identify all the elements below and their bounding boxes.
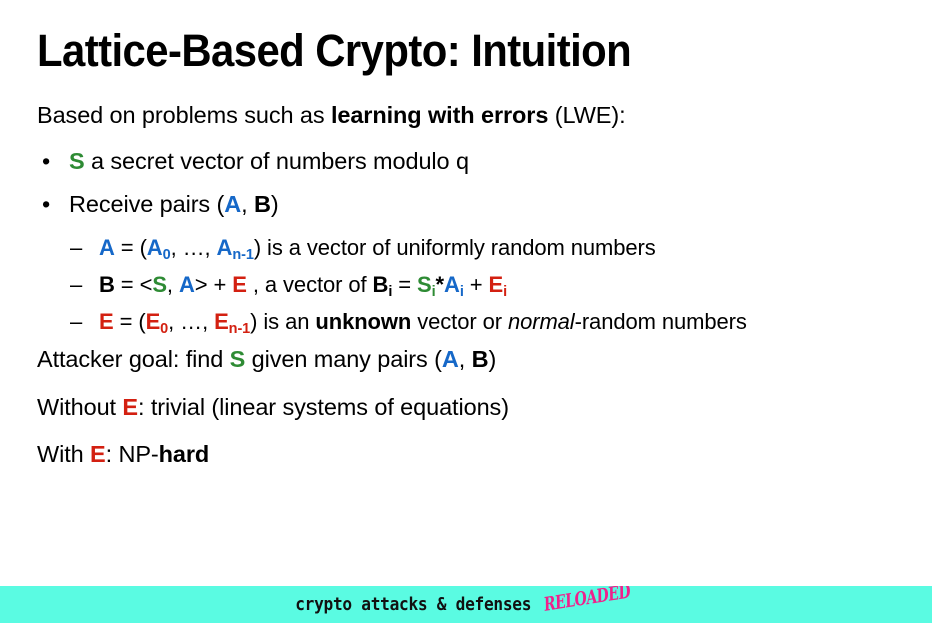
var-en-subscript: n-1 <box>228 320 251 337</box>
dash-marker-icon: – <box>70 234 83 260</box>
sub1-comma: , …, <box>170 234 217 260</box>
sub2-eq2: = <box>392 271 418 297</box>
with-mid: : NP- <box>105 440 159 467</box>
var-a0: A <box>146 234 163 260</box>
goal-post: ) <box>488 345 497 372</box>
bullet-item-secret: • S a secret vector of numbers modulo q <box>37 147 917 174</box>
bullet-secret-text: a secret vector of numbers modulo q <box>84 147 469 174</box>
var-ei-subscript: i <box>503 283 508 300</box>
var-ei: E <box>488 271 504 297</box>
var-e: E <box>99 308 114 334</box>
sub1-eq: = ( <box>114 234 147 260</box>
sub3-comma: , …, <box>168 308 215 334</box>
var-a: A <box>99 234 115 260</box>
var-bi-subscript: i <box>388 283 393 300</box>
var-b: B <box>471 345 489 372</box>
without-pre: Without <box>37 394 123 420</box>
var-e0: E <box>145 308 161 334</box>
var-a: A <box>178 271 195 297</box>
dash-marker-icon: – <box>70 308 83 334</box>
with-error-line: With E: NP-hard <box>37 440 917 467</box>
page-title: Lattice-Based Crypto: Intuition <box>37 25 632 76</box>
footer-reloaded-badge: RELOADED <box>541 586 632 616</box>
var-ai-subscript: i <box>459 283 464 300</box>
var-si: S <box>417 271 432 297</box>
subbullet-item-b-equation: –B = <S, A> + E , a vector of Bi = Si*Ai… <box>37 271 917 299</box>
attacker-goal-line: Attacker goal: find S given many pairs (… <box>37 345 917 372</box>
subbullet-item-a-vector: –A = (A0, …, An-1) is a vector of unifor… <box>37 234 917 262</box>
goal-pre: Attacker goal: find <box>37 345 230 372</box>
without-post: : trivial (linear systems of equations) <box>137 394 509 420</box>
lead-pre: Based on problems such as <box>37 102 331 128</box>
var-a: A <box>441 345 459 372</box>
subbullet-item-e-vector: –E = (E0, …, En-1) is an unknown vector … <box>37 308 917 336</box>
sub2-eq: = < <box>114 271 153 297</box>
sub3-eq: = ( <box>113 308 146 334</box>
var-s: S <box>152 271 167 297</box>
sub2-plus: + <box>463 271 489 297</box>
sub2-mid: , a vector of <box>246 271 373 297</box>
sub3-bold: unknown <box>315 308 412 334</box>
sub3-post: -random numbers <box>574 308 747 334</box>
var-s: S <box>229 345 246 372</box>
lead-bold: learning with errors <box>330 102 549 128</box>
dash-marker-icon: – <box>70 271 83 297</box>
sub2-comma1: , <box>166 271 179 297</box>
sub2-gt: > + <box>194 271 233 297</box>
goal-mid: given many pairs ( <box>245 345 442 372</box>
bullet-item-receive-pairs: • Receive pairs (A, B) <box>37 191 917 217</box>
pairs-post: ) <box>270 191 279 217</box>
with-pre: With <box>37 440 91 467</box>
sub3-italic: normal <box>507 308 575 334</box>
with-bold: hard <box>158 440 210 467</box>
bullet-marker-icon: • <box>42 191 51 217</box>
var-an: A <box>216 234 233 260</box>
var-e0-subscript: 0 <box>160 320 169 337</box>
var-si-subscript: i <box>431 283 436 300</box>
var-e: E <box>90 440 106 467</box>
sub3-mid: ) is an <box>250 308 316 334</box>
without-error-line: Without E: trivial (linear systems of eq… <box>37 394 917 420</box>
var-a0-subscript: 0 <box>162 246 171 263</box>
var-e: E <box>232 271 247 297</box>
pairs-pre: Receive pairs ( <box>69 191 225 217</box>
var-bi: B <box>372 271 389 297</box>
multiply-operator: * <box>435 271 445 297</box>
lead-line: Based on problems such as learning with … <box>37 102 917 128</box>
var-an-subscript: n-1 <box>232 246 254 263</box>
footer-banner: crypto attacks & defenses RELOADED <box>0 586 932 623</box>
var-b: B <box>253 191 271 217</box>
pairs-mid: , <box>241 191 254 217</box>
lead-post: (LWE): <box>548 102 626 128</box>
bullet-marker-icon: • <box>42 147 51 174</box>
sub3-mid2: vector or <box>411 308 508 334</box>
footer-brand-text: crypto attacks & defenses <box>295 594 532 615</box>
slide-body: Based on problems such as learning with … <box>37 102 917 467</box>
var-en: E <box>214 308 229 334</box>
sub1-post: ) is a vector of uniformly random number… <box>253 234 656 260</box>
footer-content: crypto attacks & defenses RELOADED <box>0 586 932 623</box>
var-e: E <box>122 394 138 420</box>
var-ai: A <box>444 271 460 297</box>
var-b: B <box>99 271 115 297</box>
var-a: A <box>224 191 242 217</box>
goal-comma: , <box>458 345 472 372</box>
var-s: S <box>69 147 85 174</box>
